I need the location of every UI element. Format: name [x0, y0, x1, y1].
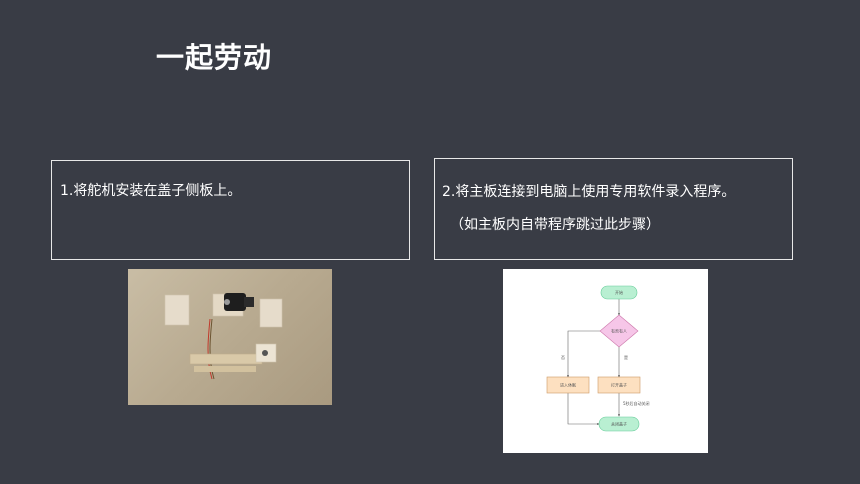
- panel-right: [259, 298, 283, 328]
- end-node: [598, 416, 640, 432]
- servo-horn: [262, 350, 268, 356]
- decision-node: [599, 314, 639, 348]
- open-lid-box: [597, 376, 641, 394]
- flowchart-svg: 开始 有否有人 否 是 进入休眠 打开盖子 5秒后自动关闭 关闭盖子: [546, 285, 650, 432]
- arrow-no: [566, 330, 600, 378]
- start-label: 开始: [615, 289, 623, 295]
- lower-board: [189, 353, 263, 365]
- arrow-left-end: [567, 393, 600, 426]
- slide-title: 一起劳动: [156, 41, 273, 74]
- end-label: 关闭盖子: [611, 421, 627, 427]
- start-node: [600, 285, 638, 300]
- open-lid-label: 打开盖子: [611, 382, 627, 388]
- brown-wire: [209, 318, 215, 380]
- program-flowchart: 开始 有否有人 否 是 进入休眠 打开盖子 5秒后自动关闭 关闭盖子: [503, 269, 708, 453]
- red-wire: [207, 318, 213, 380]
- servo-gear: [224, 299, 230, 305]
- step1-text: 1.将舵机安装在盖子侧板上。: [60, 183, 242, 199]
- step1-box: 1.将舵机安装在盖子侧板上。: [51, 160, 410, 260]
- delay-label: 5秒后自动关闭: [623, 400, 650, 406]
- sleep-box: [546, 376, 590, 394]
- sleep-label: 进入休眠: [560, 382, 576, 388]
- step2-text: 2.将主板连接到电脑上使用专用软件录入程序。: [442, 184, 736, 200]
- servo-motor: [224, 293, 246, 311]
- servo-mount-illustration: [164, 293, 283, 380]
- servo-mount-photo: [128, 269, 332, 405]
- no-label: 否: [561, 355, 565, 360]
- lower-strip: [194, 366, 256, 372]
- decision-label: 有否有人: [611, 328, 627, 334]
- yes-label: 是: [624, 354, 628, 360]
- panel-left: [164, 294, 190, 326]
- step2-box: 2.将主板连接到电脑上使用专用软件录入程序。 （如主板内自带程序跳过此步骤）: [434, 158, 793, 260]
- servo-head: [244, 297, 254, 307]
- step2-note: （如主板内自带程序跳过此步骤）: [450, 217, 660, 233]
